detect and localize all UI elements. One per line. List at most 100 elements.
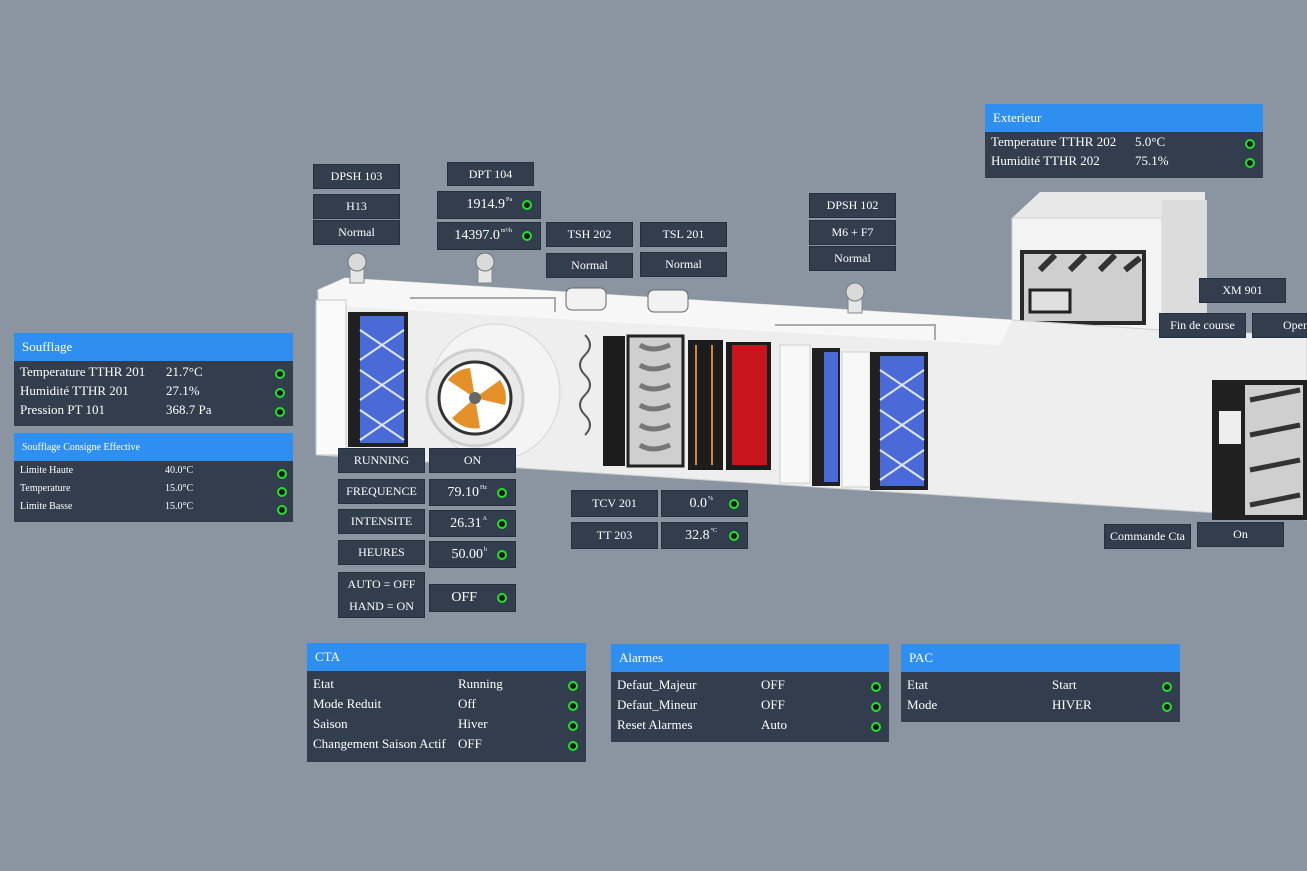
intensite-field: 26.31A [429,510,516,537]
cta-mode-label: Mode Reduit [313,696,382,711]
list-item: Temperature TTHR 202 5.0°C [985,134,1263,153]
consigne-haute-value: 40.0°C [165,465,194,476]
status-ok-icon [568,681,578,691]
list-item: Temperature TTHR 201 21.7°C [14,364,293,383]
consigne-panel: Soufflage Consigne Effective Limite Haut… [14,433,293,522]
pac-mode-value: HIVER [1052,697,1092,712]
heures-field: 50.00h [429,541,516,568]
pac-mode-label: Mode [907,697,938,712]
soufflage-hum-value: 27.1% [166,383,200,398]
dpt104-pressure-value: 1914.9 [466,197,506,212]
tsh202-tag: TSH 202 [546,222,633,247]
status-ok-icon [497,487,507,498]
status-ok-icon [277,487,287,497]
reset-alarmes-value: Auto [761,717,787,732]
status-ok-icon [568,741,578,751]
damper-state: Open [1252,313,1307,338]
heures-tag: HEURES [338,540,425,565]
soufflage-hum-label: Humidité TTHR 201 [20,383,129,398]
pac-panel: PAC Etat Start Mode HIVER [901,644,1180,722]
cta-changement-value: OFF [458,736,482,751]
status-ok-icon [871,722,881,732]
list-item: Humidité TTHR 202 75.1% [985,153,1263,172]
auto-label: AUTO = OFF [347,577,416,591]
fin-de-course-tag: Fin de course [1159,313,1246,338]
commande-cta-button[interactable]: On [1197,522,1284,547]
xm901-tag: XM 901 [1199,278,1286,303]
status-ok-icon [275,387,285,398]
reset-alarmes-label: Reset Alarmes [617,717,693,732]
cta-saison-value: Hiver [458,716,488,731]
mode-legend: AUTO = OFF HAND = ON [338,572,425,618]
consigne-basse-label: Limite Basse [20,501,73,512]
status-ok-icon [497,549,507,560]
mode-value: OFF [451,590,477,605]
filter-m6-f7 [779,344,928,490]
tt203-field: 32.8°C [661,522,748,549]
alarme-majeur-label: Defaut_Majeur [617,677,697,692]
damper-right [1212,380,1307,520]
cta-etat-value: Running [458,676,503,691]
mode-toggle[interactable]: OFF [429,584,516,612]
status-ok-icon [522,231,532,241]
list-item: Pression PT 101 368.7 Pa [14,402,293,421]
tcv201-field: 0.0% [661,490,748,517]
dpt104-pressure: 1914.9Pa [437,191,541,219]
dpsh103-state: Normal [313,220,400,245]
consigne-temp-label: Temperature [20,483,71,494]
status-ok-icon [275,368,285,379]
list-item[interactable]: Reset Alarmes Auto [611,717,889,737]
status-ok-icon [1245,157,1255,168]
frequence-unit: Hz [480,484,487,491]
consigne-basse-value: 15.0°C [165,501,194,512]
commande-cta-tag: Commande Cta [1104,524,1191,549]
filter-h13 [348,312,408,447]
list-item: Defaut_Mineur OFF [611,697,889,717]
m6f7-tag: M6 + F7 [809,220,896,245]
sensors [347,252,936,340]
exterieur-title: Exterieur [985,104,1263,132]
soufflage-press-label: Pression PT 101 [20,402,105,417]
pac-title: PAC [901,644,1180,672]
status-ok-icon [275,406,285,417]
status-ok-icon [729,530,739,541]
tt203-unit: °C [710,527,717,534]
status-ok-icon [522,200,532,210]
coils [579,334,771,470]
cta-changement-label: Changement Saison Actif [313,736,446,751]
status-ok-icon [1245,138,1255,149]
fan [425,323,561,461]
dpsh102-state: Normal [809,246,896,271]
status-ok-icon [277,469,287,479]
intensite-unit: A [482,515,487,522]
dpt104-flow-unit: m³/h [500,228,512,234]
frequence-tag: FREQUENCE [338,479,425,504]
alarmes-panel: Alarmes Defaut_Majeur OFF Defaut_Mineur … [611,644,889,742]
dpt104-flow: 14397.0m³/h [437,222,541,250]
alarmes-title: Alarmes [611,644,889,672]
soufflage-temp-label: Temperature TTHR 201 [20,364,146,379]
heures-value: 50.00 [451,546,484,562]
cta-etat-label: Etat [313,676,334,691]
hand-label: HAND = ON [349,599,414,613]
pac-etat-label: Etat [907,677,928,692]
exterieur-temp-label: Temperature TTHR 202 [991,134,1117,149]
cta-saison-label: Saison [313,716,348,731]
exterieur-temp-value: 5.0°C [1135,134,1166,149]
tsh202-state: Normal [546,253,633,278]
status-ok-icon [729,498,739,509]
cta-title: CTA [307,643,586,671]
list-item: Etat Running [307,676,586,696]
tt203-value: 32.8 [685,527,710,543]
list-item: Changement Saison Actif OFF [307,736,586,756]
cta-mode-value: Off [458,696,476,711]
heures-unit: h [484,546,487,553]
exterieur-panel: Exterieur Temperature TTHR 202 5.0°C Hum… [985,104,1263,178]
list-item: Saison Hiver [307,716,586,736]
exterieur-hum-label: Humidité TTHR 202 [991,153,1100,168]
intensite-value: 26.31 [450,515,482,531]
dpt104-flow-value: 14397.0 [454,228,500,243]
tsl201-tag: TSL 201 [640,222,727,247]
dpt104-tag: DPT 104 [447,162,534,186]
